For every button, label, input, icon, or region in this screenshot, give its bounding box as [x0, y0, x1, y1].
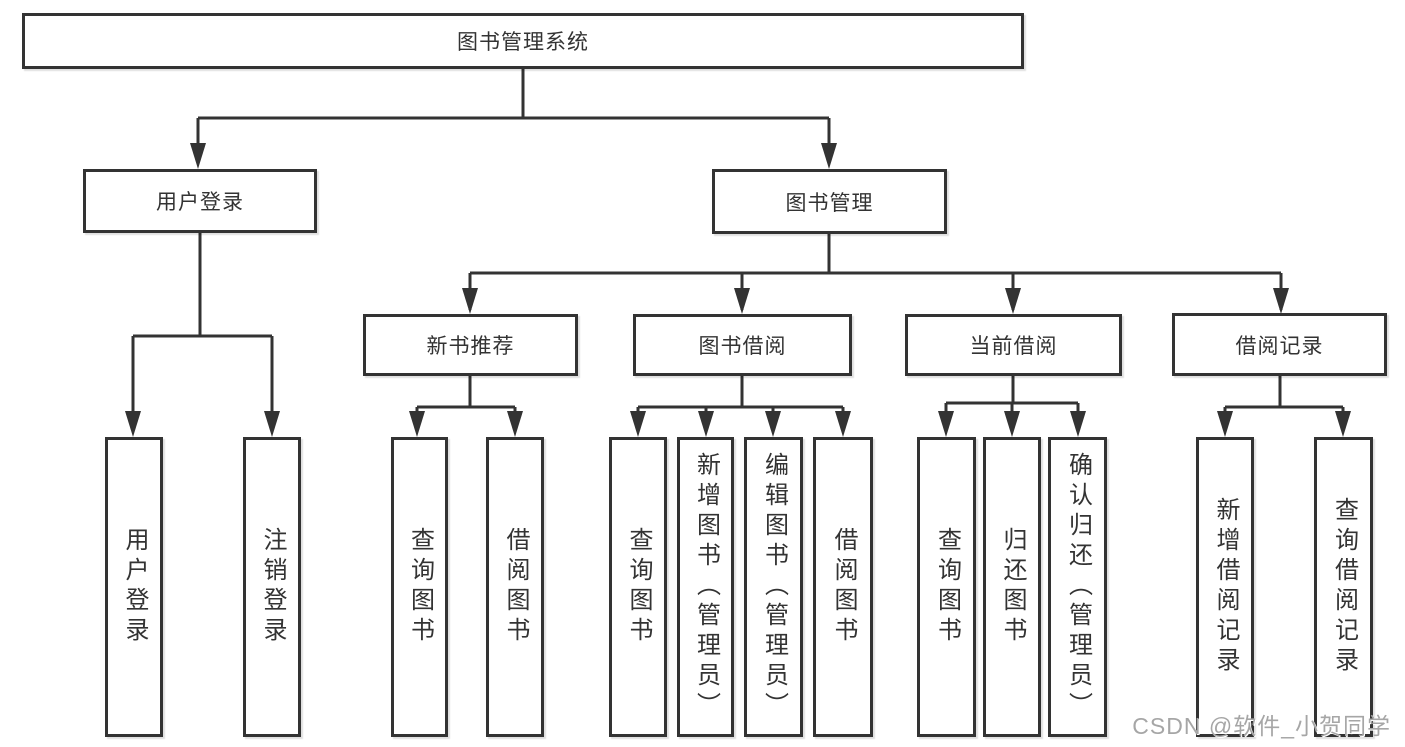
node-label: 用户登录: [156, 191, 244, 214]
csdn-watermark: CSDN @软件_小贺同学: [1132, 713, 1391, 739]
leaf-query-borrow-record: 查询借阅记录: [1314, 437, 1373, 737]
node-root-label: 图书管理系统: [457, 31, 589, 54]
leaf-label: 新增图书（管理员）: [692, 452, 720, 722]
leaf-label: 归还图书: [999, 527, 1026, 647]
leaf-label: 查询图书: [933, 527, 961, 647]
node-root-system: 图书管理系统: [22, 13, 1024, 69]
leaf-borrow-books-recommend: 借阅图书: [486, 437, 544, 737]
leaf-logout: 注销登录: [243, 437, 301, 737]
leaf-query-books-borrowing: 查询图书: [609, 437, 667, 737]
node-user-login-branch: 用户登录: [83, 169, 317, 233]
leaf-add-books-admin: 新增图书（管理员）: [677, 437, 734, 737]
leaf-query-books-recommend: 查询图书: [391, 437, 448, 737]
leaf-user-login: 用户登录: [105, 437, 163, 737]
leaf-label: 编辑图书（管理员）: [760, 452, 788, 722]
leaf-label: 借阅图书: [502, 527, 529, 647]
node-label: 图书借阅: [698, 335, 787, 358]
leaf-label: 确认归还（管理员）: [1064, 452, 1092, 722]
node-book-borrowing: 图书借阅: [633, 314, 852, 376]
node-label: 当前借阅: [969, 335, 1058, 358]
leaf-label: 注销登录: [259, 527, 286, 647]
leaf-label: 用户登录: [121, 527, 148, 647]
node-label: 借阅记录: [1235, 334, 1324, 358]
arrowheads: [125, 143, 1351, 437]
leaf-label: 借阅图书: [830, 527, 857, 647]
leaf-edit-books-admin: 编辑图书（管理员）: [744, 437, 803, 737]
node-borrow-records: 借阅记录: [1172, 313, 1387, 376]
leaf-label: 查询图书: [625, 527, 652, 647]
node-label: 新书推荐: [426, 335, 515, 358]
leaf-return-books: 归还图书: [983, 437, 1041, 737]
leaf-label: 查询图书: [406, 527, 434, 647]
node-current-borrowing: 当前借阅: [905, 314, 1122, 376]
leaf-query-books-current: 查询图书: [917, 437, 976, 737]
node-book-management-branch: 图书管理: [712, 169, 947, 234]
node-new-book-recommend: 新书推荐: [363, 314, 578, 376]
leaf-label: 新增借阅记录: [1212, 497, 1239, 677]
leaf-confirm-return-admin: 确认归还（管理员）: [1048, 437, 1107, 737]
leaf-add-borrow-record: 新增借阅记录: [1196, 437, 1254, 737]
leaf-borrow-books: 借阅图书: [813, 437, 873, 737]
node-label: 图书管理: [785, 191, 874, 215]
leaf-label: 查询借阅记录: [1330, 497, 1358, 677]
